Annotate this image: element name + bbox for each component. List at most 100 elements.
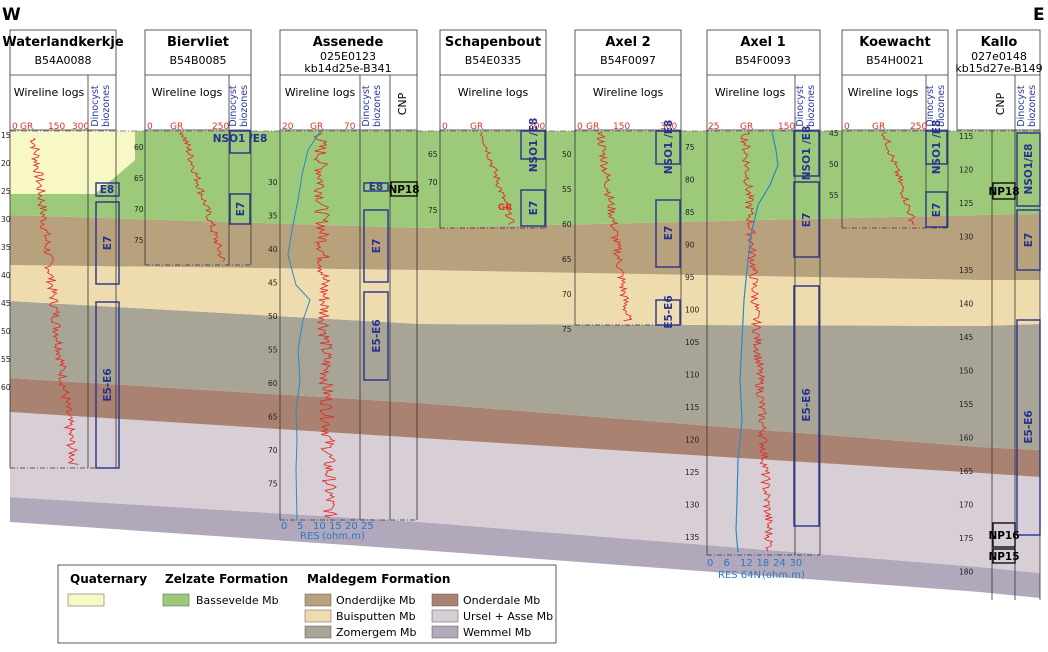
svg-text:Onderdijke Mb: Onderdijke Mb (336, 594, 416, 607)
svg-text:E8: E8 (100, 184, 114, 196)
depth-tick: 65 (428, 150, 438, 159)
wireline-label: Wireline logs (715, 86, 786, 99)
well-name-axel-1: Axel 1 (740, 35, 785, 50)
depth-tick: 135 (959, 266, 974, 275)
svg-text:0: 0 (12, 122, 18, 132)
svg-text:E5-E6: E5-E6 (663, 295, 675, 328)
dino-label-1: Dinocyst (925, 85, 936, 127)
depth-tick: 120 (959, 166, 974, 175)
depth-tick: 45 (829, 129, 839, 138)
svg-text:Zomergem Mb: Zomergem Mb (336, 626, 417, 639)
depth-tick: 45 (1, 299, 11, 308)
depth-tick: 25 (1, 187, 11, 196)
svg-text:E7: E7 (235, 202, 247, 216)
svg-text:20: 20 (282, 122, 294, 132)
svg-text:250: 250 (212, 122, 229, 132)
svg-text:300: 300 (72, 122, 89, 132)
svg-text:0: 0 (147, 122, 153, 132)
svg-text:E7: E7 (801, 213, 813, 227)
res-curve-axel-1 (735, 131, 779, 553)
svg-text:25: 25 (708, 122, 719, 132)
legend: Quaternary Zelzate Formation Bassevelde … (57, 564, 557, 644)
svg-text:NP18: NP18 (388, 184, 419, 196)
depth-tick: 55 (562, 185, 572, 194)
depth-tick: 50 (268, 312, 278, 321)
res-tick: 24 (773, 558, 786, 569)
svg-text:NP18: NP18 (988, 186, 1019, 198)
svg-text:NSO1 /E8: NSO1 /E8 (528, 118, 540, 173)
res-tick: 5 (297, 521, 303, 532)
cnp-label: CNP (396, 92, 409, 115)
direction-east: E (1033, 5, 1045, 25)
res-scales: RES (ohm.m) RES 64N (ohm.m) (300, 531, 805, 581)
svg-text:E5-E6: E5-E6 (371, 319, 383, 352)
svg-text:Buisputten Mb: Buisputten Mb (336, 610, 416, 623)
depth-tick: 110 (685, 371, 700, 380)
res-tick: 6 (724, 558, 730, 569)
depth-tick: 40 (1, 271, 11, 280)
svg-text:GR: GR (470, 122, 483, 132)
band-wemmel (10, 497, 1040, 598)
swatch-onderdijke (304, 593, 332, 607)
band-quaternary (10, 131, 135, 194)
log-curves (29, 131, 916, 553)
depth-tick: 30 (268, 178, 278, 187)
legend-quaternary-title: Quaternary (70, 572, 147, 586)
dino-label-2: biozones (806, 85, 817, 127)
gr-curve-koewacht (881, 131, 916, 226)
res-tick: 30 (790, 558, 803, 569)
depth-tick: 130 (959, 233, 974, 242)
svg-text:0: 0 (844, 122, 850, 132)
depth-tick: 180 (959, 568, 974, 577)
well-id2-kallo: kb15d27e-B149 (955, 62, 1042, 75)
direction-west: W (2, 5, 21, 25)
cnp-boxes: NP18 NP18 NP16 NP15 (388, 181, 1020, 564)
depth-tick: 105 (685, 338, 700, 347)
band-onderdijke (10, 214, 1040, 280)
depth-tick: 40 (268, 245, 278, 254)
svg-text:Bassevelde Mb: Bassevelde Mb (196, 594, 279, 607)
depth-tick: 60 (1, 383, 11, 392)
legend-zelzate-title: Zelzate Formation (165, 572, 288, 586)
depth-tick: 70 (428, 178, 438, 187)
res-tick: 15 (329, 521, 342, 532)
gr-scales: 0 GR 150 300 0 GR 250 20 GR 70 0 GR 300 … (12, 122, 927, 132)
svg-text:E5-E6: E5-E6 (1023, 410, 1035, 443)
svg-text:E5-E6: E5-E6 (801, 388, 813, 421)
depth-tick: 35 (1, 243, 11, 252)
band-onderdale (10, 378, 1040, 477)
svg-text:250: 250 (910, 122, 927, 132)
wireline-label: Wireline logs (848, 86, 919, 99)
dino-label-1: Dinocyst (90, 85, 101, 127)
strata-bands (10, 130, 1040, 598)
svg-text:150: 150 (48, 122, 65, 132)
gr-curve-waterlandkerkje (29, 137, 79, 465)
depth-tick: 65 (268, 413, 278, 422)
depth-tick: 130 (685, 501, 700, 510)
well-id-biervliet: B54B0085 (169, 54, 226, 67)
svg-text:300: 300 (528, 122, 545, 132)
svg-text:E7: E7 (663, 226, 675, 240)
svg-text:E7: E7 (931, 203, 943, 217)
band-bassevelde (10, 131, 1040, 228)
dino-label-1: Dinocyst (228, 85, 239, 127)
depth-tick: 75 (562, 325, 572, 334)
well-name-schapenbout: Schapenbout (445, 35, 541, 50)
svg-text:GR: GR (20, 122, 33, 132)
wireline-label: Wireline logs (152, 86, 223, 99)
swatch-buisputten (304, 609, 332, 623)
swatch-onderdale (431, 593, 459, 607)
svg-text:0: 0 (442, 122, 448, 132)
depth-tick: 95 (685, 273, 695, 282)
svg-text:Wemmel Mb: Wemmel Mb (463, 626, 531, 639)
res-tick: 10 (313, 521, 326, 532)
well-id-schapenbout: B54E0335 (465, 54, 522, 67)
svg-text:150: 150 (778, 122, 795, 132)
depth-tick: 70 (134, 205, 144, 214)
depth-tick: 55 (829, 191, 839, 200)
svg-text:70: 70 (344, 122, 356, 132)
biozone-boxes (95, 130, 1041, 536)
depth-tick: 20 (1, 159, 11, 168)
well-id-axel-2: B54F0097 (600, 54, 656, 67)
